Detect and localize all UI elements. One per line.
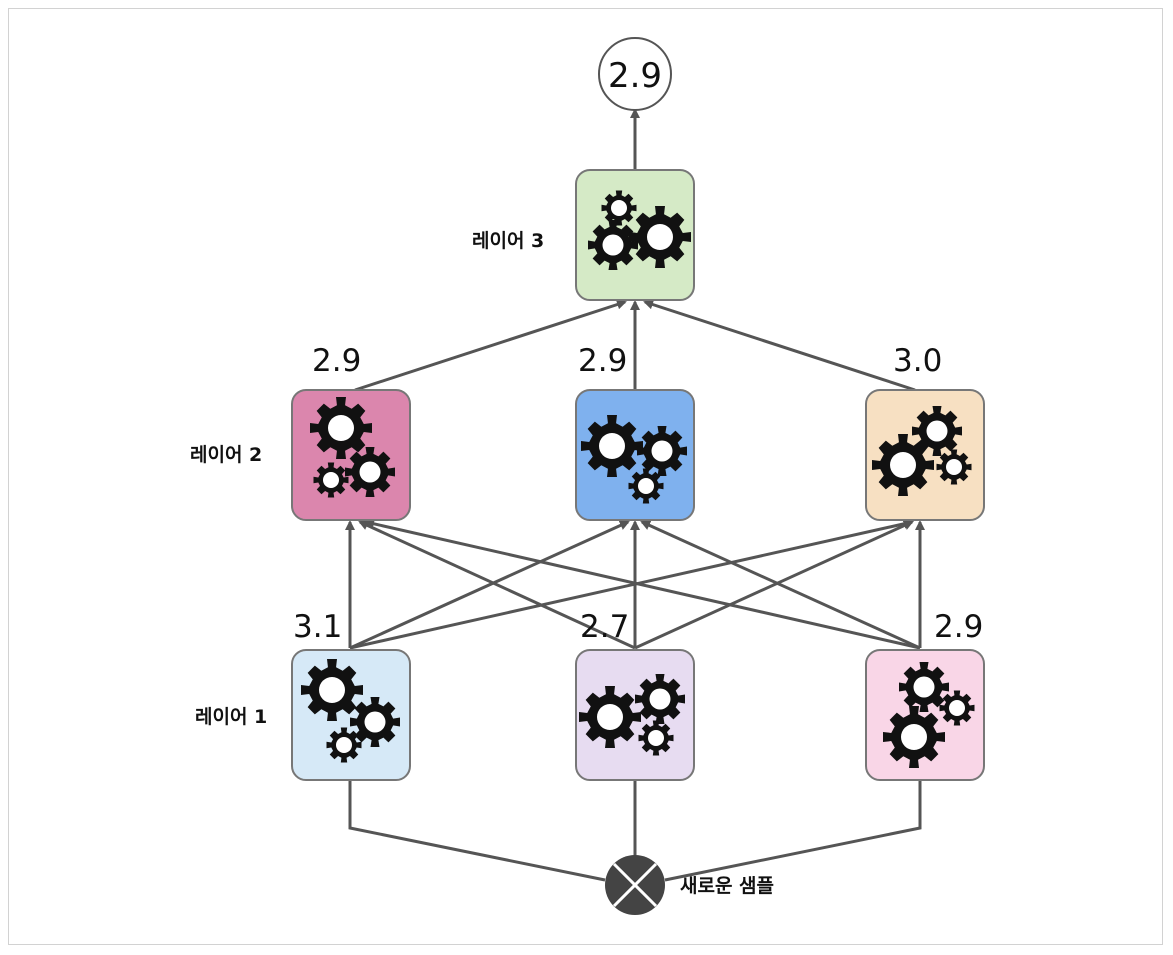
arrow-l1a-l2c bbox=[349, 518, 914, 650]
layer2-model-b bbox=[575, 389, 695, 521]
layer2-label: 레이어 2 bbox=[190, 444, 262, 466]
arrow-l2a-l3 bbox=[354, 299, 627, 392]
arrow-l2c-l3 bbox=[643, 299, 916, 392]
arrow-l1c-l2a bbox=[364, 518, 921, 650]
output-value: 2.9 bbox=[608, 56, 662, 96]
arrow-l1b-l2c bbox=[634, 520, 914, 650]
model-box bbox=[575, 389, 695, 521]
layer2-model-a bbox=[291, 389, 411, 521]
arrow-l1c-l2b bbox=[640, 520, 921, 650]
layer2-model-b-value: 2.9 bbox=[578, 343, 627, 379]
input-label: 새로운 샘플 bbox=[680, 875, 774, 897]
layer1-model-a-value: 3.1 bbox=[293, 609, 342, 645]
input-connector-right bbox=[664, 780, 922, 882]
arrow-l1a-l2b bbox=[349, 520, 630, 650]
layer1-model-c bbox=[865, 649, 985, 781]
layer1-model-b-value: 2.7 bbox=[580, 609, 629, 645]
layer1-model-c-value: 2.9 bbox=[934, 609, 983, 645]
arrow-l1b-l2a bbox=[358, 520, 636, 650]
layer2-model-c-value: 3.0 bbox=[893, 343, 942, 379]
output-node: 2.9 bbox=[598, 37, 672, 111]
layer2-model-c bbox=[865, 389, 985, 521]
layer3-model bbox=[575, 169, 695, 301]
layer1-model-b bbox=[575, 649, 695, 781]
input-connector-left bbox=[348, 780, 606, 882]
layer2-model-a-value: 2.9 bbox=[312, 343, 361, 379]
figure-frame bbox=[8, 8, 1163, 945]
layer1-label: 레이어 1 bbox=[195, 706, 267, 728]
model-box bbox=[865, 389, 985, 521]
cross-circle-icon bbox=[605, 855, 665, 915]
layer3-label: 레이어 3 bbox=[472, 230, 544, 252]
layer1-model-a bbox=[291, 649, 411, 781]
